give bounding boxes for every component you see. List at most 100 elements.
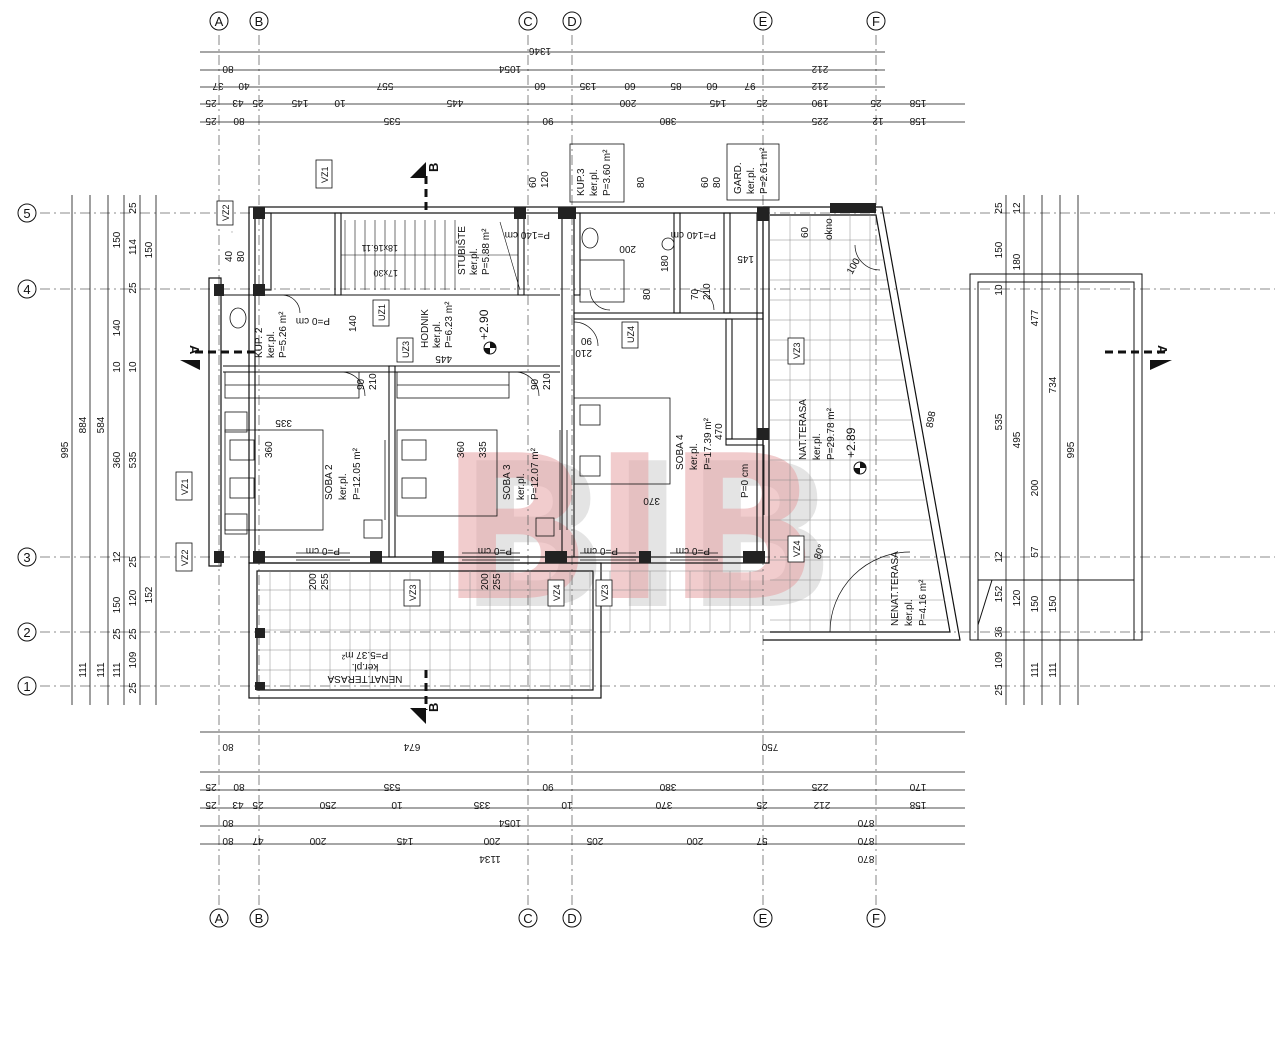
left-dimension-texts: 995 884 111 584 111 150 140 10 360 12 15…	[60, 202, 155, 694]
tag-label: UZ3	[401, 341, 411, 358]
axis-labels-left: 5 4 3 2 1	[17, 203, 37, 696]
tag-label: VZ3	[792, 342, 802, 359]
dim-text: 80	[233, 781, 245, 792]
dim-text: 57	[1030, 546, 1041, 558]
interior-dimensions: 335 360 335 360 370 470 445 140 90 210 9…	[224, 171, 863, 590]
room-name: NENAT.TERASA	[890, 551, 901, 626]
dim-text: 145	[709, 97, 726, 108]
room-area: P=3.60 m²	[602, 149, 613, 196]
room-soba4: SOBA 4 ker.pl. P=17.39 m²	[675, 417, 714, 470]
axis-label: 4	[23, 282, 30, 297]
room-floor: ker.pl.	[432, 321, 443, 348]
dim-text: 25	[252, 799, 264, 810]
interior-dim: 90	[356, 378, 367, 390]
interior-dim: 60	[700, 176, 711, 188]
dim-text: 25	[128, 202, 139, 214]
dim-text: 12	[872, 115, 884, 126]
room-area: P=4.16 m²	[918, 579, 929, 626]
right-dimension-lines	[1005, 195, 1079, 705]
watermark: BIB BIB	[440, 413, 837, 654]
dim-text: 25	[205, 781, 217, 792]
room-floor: ker.pl.	[469, 248, 480, 275]
dim-text: 200	[686, 835, 703, 846]
top-dimension-texts: 1346 80 1054 212 37 40 557 60 135 60 85 …	[205, 45, 926, 126]
tag-label: VZ1	[320, 166, 330, 183]
dim-text: 380	[659, 115, 676, 126]
dim-text: 57	[756, 835, 768, 846]
section-markers: B B A A	[180, 162, 1172, 724]
room-nat-terasa: NAT.TERASA ker.pl. P=29.78 m²	[798, 399, 837, 460]
interior-dim: 40	[224, 250, 235, 262]
side-section-outline	[969, 273, 1143, 641]
interior-dim: P=0 cm	[296, 315, 330, 326]
interior-dim: 470	[714, 423, 725, 440]
interior-dim: 370	[643, 495, 660, 506]
dim-text: 200	[1030, 479, 1041, 496]
dim-text: 60	[534, 80, 546, 91]
dim-text: 25	[756, 97, 768, 108]
dim-text: 535	[383, 115, 400, 126]
room-kup2: KUP. 2 ker.pl. P=5.26 m²	[254, 311, 289, 358]
dim-text: 170	[909, 781, 926, 792]
dim-text: 111	[1030, 662, 1041, 678]
room-floor: ker.pl.	[338, 473, 349, 500]
axis-labels-bottom: A B C D E F	[209, 908, 886, 928]
dim-text: 25	[128, 282, 139, 294]
interior-dim: P=140 cm	[671, 229, 716, 240]
dim-text: 40	[238, 80, 250, 91]
axis-label: C	[523, 911, 532, 926]
dim-text: 1054	[498, 817, 521, 828]
axis-labels-top: A B C D E F	[209, 11, 886, 31]
axis-label: B	[255, 14, 264, 29]
interior-dim: 360	[264, 441, 275, 458]
interior-dim: 80	[636, 176, 647, 188]
interior-dim: 210	[702, 283, 713, 300]
dim-text: 25	[205, 115, 217, 126]
dim-text: 25	[870, 97, 882, 108]
tag-label: VZ4	[792, 540, 802, 557]
dim-text: 109	[128, 651, 139, 668]
axis-label: C	[523, 14, 532, 29]
interior-dim: 90	[530, 378, 541, 390]
interior-dim: okno	[824, 218, 835, 240]
axis-label: 2	[23, 625, 30, 640]
room-nenat-terasa-right: NENAT.TERASA ker.pl. P=4.16 m²	[890, 551, 929, 626]
stair-spec: 17x30	[373, 268, 398, 278]
axis-label: D	[567, 911, 576, 926]
section-b-bottom: B	[426, 703, 441, 712]
interior-dim: 210	[542, 373, 553, 390]
dim-text: 80	[222, 835, 234, 846]
opening-tag-texts: VZ1 VZ2 UZ1 UZ3 UZ4 VZ3 VZ4 VZ1 VZ2 VZ3 …	[180, 166, 802, 601]
interior-dim: 70	[690, 288, 701, 300]
room-floor: ker.pl.	[812, 433, 823, 460]
room-floor: ker.pl.	[689, 443, 700, 470]
dim-text: 10	[334, 97, 346, 108]
tag-label: VZ1	[180, 478, 190, 495]
dim-text: 674	[403, 741, 420, 752]
dim-text: 212	[813, 799, 830, 810]
room-name: SOBA 2	[324, 464, 335, 500]
dim-text: 80	[222, 63, 234, 74]
dim-text: 150	[994, 241, 1005, 258]
dim-text: 80	[222, 817, 234, 828]
dim-text: 120	[128, 589, 139, 606]
interior-dim: 145	[737, 253, 754, 264]
stair-spec: 18x16.11	[362, 243, 398, 253]
elevation-label: +2.90	[477, 309, 491, 340]
axis-label: E	[759, 911, 768, 926]
dim-text: 25	[128, 556, 139, 568]
room-kup3: KUP.3 ker.pl. P=3.60 m²	[569, 143, 625, 203]
room-name: SOBA 4	[675, 434, 686, 470]
dim-text: 10	[128, 361, 139, 373]
dim-text: 25	[112, 628, 123, 640]
dim-text: 111	[112, 662, 123, 678]
dim-text: 200	[309, 835, 326, 846]
tag-label: VZ4	[552, 584, 562, 601]
dim-text: 898	[925, 410, 939, 429]
room-floor: ker.pl.	[904, 599, 915, 626]
dim-text: 557	[376, 80, 393, 91]
interior-dim: 140	[348, 315, 359, 332]
room-labels: STUBIŠTE ker.pl. P=5.88 m² 17x30 18x16.1…	[254, 143, 929, 684]
dim-text: 995	[60, 441, 71, 458]
